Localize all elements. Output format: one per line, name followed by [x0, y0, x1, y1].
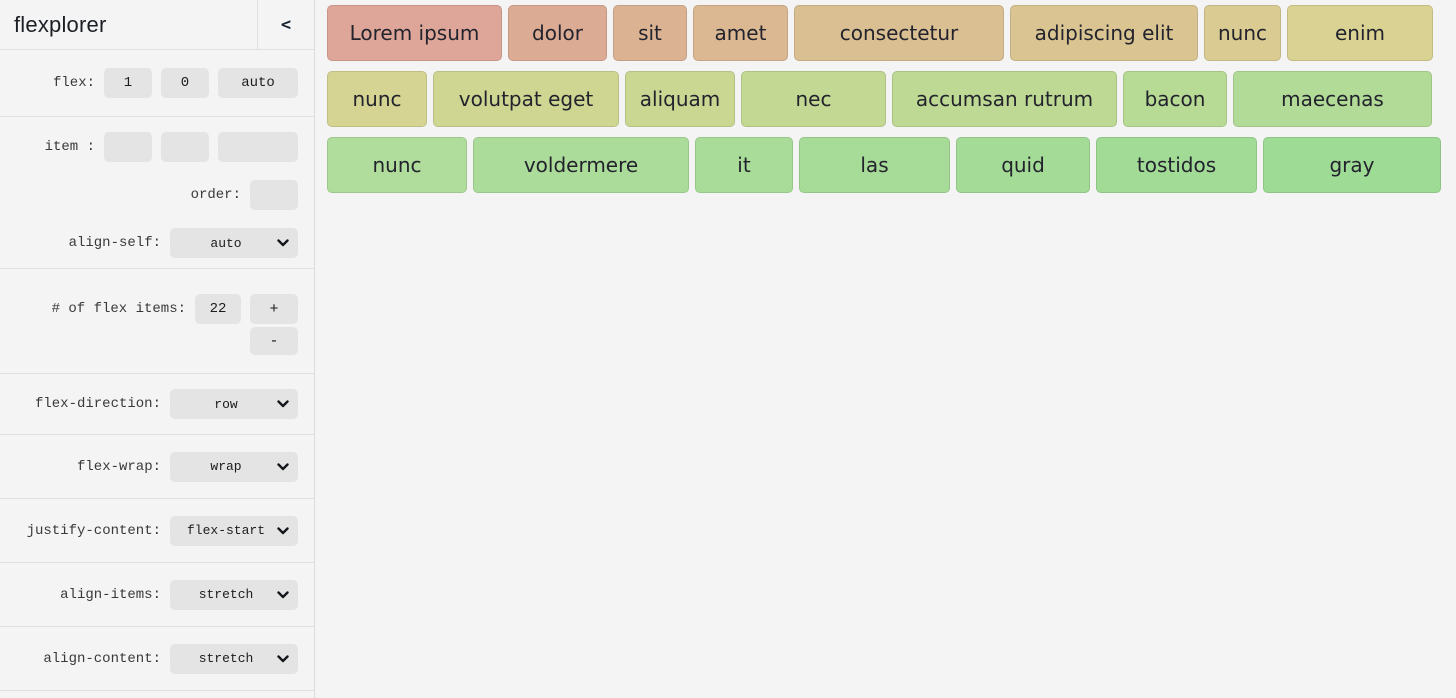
flex-item[interactable]: consectetur: [794, 5, 1004, 61]
order-input[interactable]: [250, 180, 298, 210]
justify-content-select-wrap: flex-start: [170, 515, 298, 546]
flex-wrap-label: flex-wrap:: [76, 458, 161, 475]
increment-button[interactable]: +: [250, 294, 298, 324]
item-shrink-input[interactable]: [161, 132, 209, 162]
justify-content-row: justify-content: flex-start: [0, 515, 314, 546]
flex-wrap-select-wrap: wrap: [170, 451, 298, 482]
flex-item[interactable]: bacon: [1123, 71, 1227, 127]
flex-label: flex:: [52, 75, 95, 91]
item-label: item :: [44, 139, 95, 155]
align-content-row: align-content: stretch: [0, 643, 314, 674]
flex-item[interactable]: voldermere: [473, 137, 689, 193]
align-content-label: align-content:: [43, 650, 161, 667]
flex-direction-row: flex-direction: row: [0, 389, 314, 419]
flex-basis-input[interactable]: [218, 68, 298, 98]
flex-shorthand-row: flex:: [0, 68, 314, 98]
align-items-section: align-items: stretch: [0, 563, 314, 627]
flex-wrap-row: flex-wrap: wrap: [0, 451, 314, 482]
align-items-row: align-items: stretch: [0, 579, 314, 610]
flex-direction-label: flex-direction:: [34, 396, 161, 412]
justify-content-label: justify-content:: [26, 522, 161, 539]
flex-item[interactable]: nunc: [327, 71, 427, 127]
flex-count-label: # of flex items:: [51, 301, 186, 317]
sidebar: flexplorer < flex: item : order: align-s…: [0, 0, 315, 698]
flex-item[interactable]: enim: [1287, 5, 1433, 61]
flex-grow-input[interactable]: [104, 68, 152, 98]
flex-item[interactable]: las: [799, 137, 950, 193]
flex-item[interactable]: adipiscing elit: [1010, 5, 1198, 61]
selected-item-section: item : order: align-self: auto: [0, 117, 314, 269]
flex-item[interactable]: aliquam: [625, 71, 735, 127]
order-label: order:: [190, 187, 241, 203]
flex-direction-section: flex-direction: row: [0, 374, 314, 435]
flex-item[interactable]: gray: [1263, 137, 1441, 193]
justify-content-section: justify-content: flex-start: [0, 499, 314, 563]
item-grow-input[interactable]: [104, 132, 152, 162]
align-items-select-wrap: stretch: [170, 579, 298, 610]
flex-item[interactable]: Lorem ipsum: [327, 5, 502, 61]
flex-count-input[interactable]: [195, 294, 241, 324]
align-self-select-wrap: auto: [170, 228, 298, 258]
align-content-section: align-content: stretch: [0, 627, 314, 691]
flex-item[interactable]: nunc: [327, 137, 467, 193]
flex-item[interactable]: dolor: [508, 5, 607, 61]
flex-item[interactable]: amet: [693, 5, 788, 61]
flex-item[interactable]: maecenas: [1233, 71, 1432, 127]
flex-wrap-section: flex-wrap: wrap: [0, 435, 314, 499]
align-items-select[interactable]: stretch: [170, 579, 298, 610]
item-basis-input[interactable]: [218, 132, 298, 162]
flex-item[interactable]: tostidos: [1096, 137, 1257, 193]
sidebar-collapse-button[interactable]: <: [257, 0, 314, 50]
item-count-section: # of flex items: + -: [0, 269, 314, 374]
align-self-row: align-self: auto: [0, 228, 314, 258]
align-content-select[interactable]: stretch: [170, 643, 298, 674]
align-self-label: align-self:: [68, 235, 161, 251]
flex-shrink-input[interactable]: [161, 68, 209, 98]
align-self-select[interactable]: auto: [170, 228, 298, 258]
flex-direction-select-wrap: row: [170, 389, 298, 419]
flex-item[interactable]: nunc: [1204, 5, 1281, 61]
align-content-select-wrap: stretch: [170, 643, 298, 674]
align-items-label: align-items:: [60, 586, 161, 603]
item-flex-row: item :: [0, 132, 314, 162]
flex-item[interactable]: sit: [613, 5, 687, 61]
flex-item[interactable]: volutpat eget: [433, 71, 619, 127]
flex-direction-select[interactable]: row: [170, 389, 298, 419]
flex-item[interactable]: it: [695, 137, 793, 193]
app-title: flexplorer: [14, 11, 107, 37]
flex-item[interactable]: nec: [741, 71, 886, 127]
justify-content-select[interactable]: flex-start: [170, 515, 298, 546]
count-buttons: + -: [250, 294, 298, 355]
flex-wrap-select[interactable]: wrap: [170, 451, 298, 482]
sidebar-header: flexplorer <: [0, 0, 314, 50]
order-row: order:: [0, 180, 314, 210]
flex-item[interactable]: quid: [956, 137, 1090, 193]
flex-shorthand-section: flex:: [0, 50, 314, 117]
item-count-row: # of flex items: + -: [0, 294, 314, 355]
flex-item[interactable]: accumsan rutrum: [892, 71, 1117, 127]
decrement-button[interactable]: -: [250, 327, 298, 355]
